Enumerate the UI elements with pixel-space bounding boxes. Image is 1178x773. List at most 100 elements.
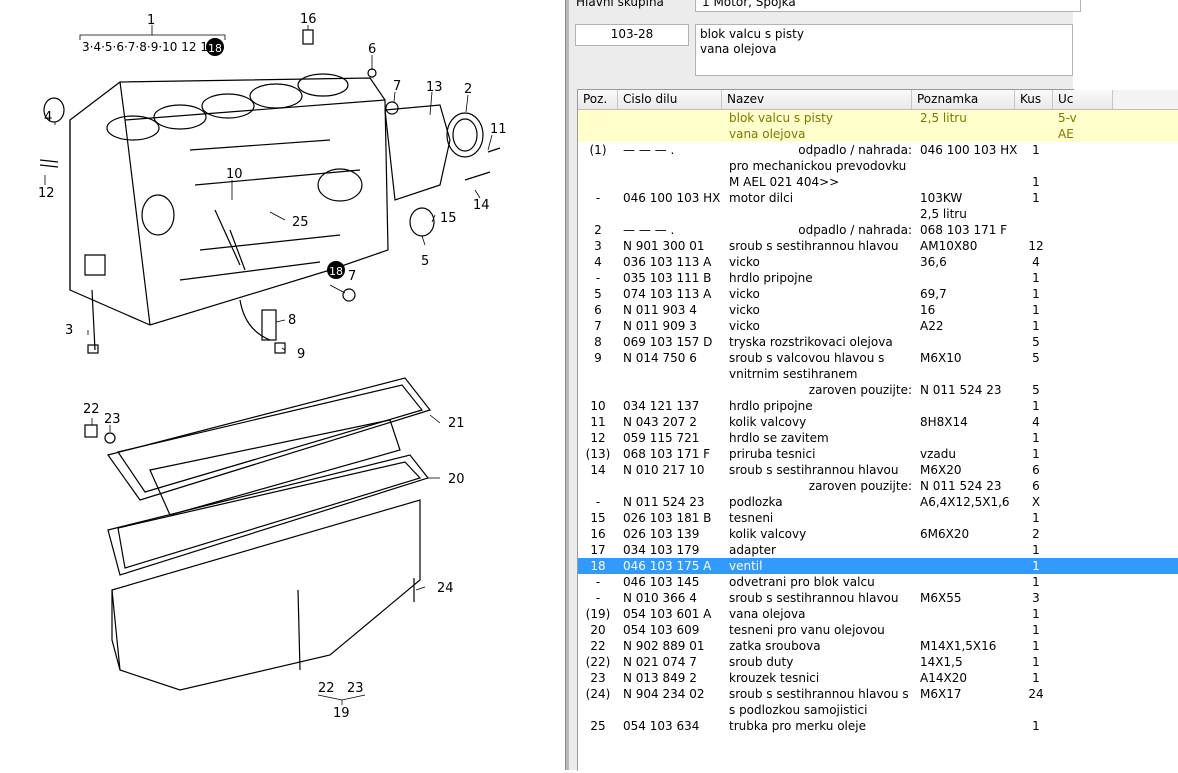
- table-row[interactable]: 2— — — .odpadlo / nahrada:068 103 171 F: [578, 222, 1178, 238]
- cell-note: A22: [920, 319, 944, 333]
- cell-note: 046 100 103 HX: [920, 143, 1018, 157]
- cell-note: 6M6X20: [920, 527, 970, 541]
- cell-part: 046 103 175 A: [623, 559, 712, 573]
- cell-name: tryska rozstrikovaci olejova: [729, 335, 893, 349]
- cell-note: 69,7: [920, 287, 947, 301]
- column-header-name[interactable]: Nazev: [722, 90, 912, 109]
- group-field[interactable]: 1 Motor, Spojka: [695, 0, 1081, 12]
- cell-part: 026 103 139: [623, 527, 700, 541]
- cell-name: sroub duty: [729, 655, 794, 669]
- table-row[interactable]: vnitrnim sestihranem: [578, 366, 1178, 382]
- description-line-2: vana olejova: [700, 42, 777, 56]
- parts-diagram[interactable]: 1 3·4·5·6·7·8·9·10 12 17 18 16 6 7 13 2 …: [0, 0, 565, 770]
- cell-qty: 6: [1032, 479, 1040, 493]
- cell-note: M6X55: [920, 591, 962, 605]
- cell-part: N 904 234 02: [623, 687, 705, 701]
- diagram-label-23: 23: [104, 412, 121, 427]
- cell-name: vicko: [729, 303, 760, 317]
- cell-qty: 2: [1032, 527, 1040, 541]
- cell-note: M6X10: [920, 351, 962, 365]
- cell-pos: 9: [594, 351, 602, 365]
- cell-qty: 1: [1032, 431, 1040, 445]
- code-field[interactable]: 103-28: [575, 24, 689, 46]
- description-field[interactable]: blok valcu s pisty vana olejova: [695, 24, 1073, 76]
- cell-pos: -: [595, 191, 601, 205]
- cell-qty: 1: [1032, 303, 1040, 317]
- column-header-extra[interactable]: Uc: [1053, 90, 1113, 109]
- cell-name: vicko: [729, 255, 760, 269]
- diagram-label-23b: 23: [347, 681, 364, 696]
- cell-qty: 4: [1032, 415, 1040, 429]
- diagram-label-14: 14: [473, 198, 490, 213]
- splitter-handle[interactable]: [565, 0, 569, 770]
- diagram-label-21: 21: [448, 416, 465, 431]
- cell-qty: 1: [1032, 399, 1040, 413]
- diagram-label-4: 4: [44, 110, 52, 125]
- column-header-part[interactable]: Cislo dilu: [618, 90, 722, 109]
- table-row[interactable]: M AEL 021 404>>1: [578, 174, 1178, 190]
- cell-note: N 011 524 23: [920, 479, 1002, 493]
- cell-note: 2,5 litru: [920, 111, 967, 125]
- diagram-label-3: 3: [65, 323, 73, 338]
- cell-name: vana olejova: [729, 127, 806, 141]
- cell-name: kolik valcovy: [729, 415, 807, 429]
- cell-note: M6X20: [920, 463, 962, 477]
- column-header-note[interactable]: Poznamka: [912, 90, 1015, 109]
- table-row[interactable]: (1)— — — .odpadlo / nahrada:046 100 103 …: [578, 142, 1178, 158]
- column-header-pos[interactable]: Poz.: [578, 90, 618, 109]
- diagram-label-5: 5: [421, 254, 429, 269]
- column-header-qty[interactable]: Kus: [1015, 90, 1053, 109]
- table-row[interactable]: 2,5 litru: [578, 206, 1178, 222]
- cell-note: 8H8X14: [920, 415, 968, 429]
- cell-name: sroub s sestihrannou hlavou: [729, 591, 899, 605]
- table-row[interactable]: s podlozkou samojistici: [578, 702, 1178, 718]
- cell-qty: 12: [1028, 239, 1044, 253]
- engine-block-drawing: 1 3·4·5·6·7·8·9·10 12 17 18 16 6 7 13 2 …: [38, 12, 507, 721]
- table-row[interactable]: pro mechanickou prevodovku: [578, 158, 1178, 174]
- cell-qty: 1: [1032, 143, 1040, 157]
- cell-note: A14X20: [920, 671, 967, 685]
- cell-name: hrdlo se zavitem: [729, 431, 829, 445]
- cell-pos: 3: [594, 239, 602, 253]
- cell-part: 034 103 179: [623, 543, 700, 557]
- cell-name: odpadlo / nahrada:: [798, 143, 912, 157]
- cell-note: 068 103 171 F: [920, 223, 1008, 237]
- cell-qty: 1: [1032, 655, 1040, 669]
- group-label: Hlavní skupina: [576, 0, 664, 9]
- cell-pos: 18: [590, 559, 606, 573]
- cell-qty: 4: [1032, 255, 1040, 269]
- parts-table[interactable]: Poz. Cislo dilu Nazev Poznamka Kus Uc bl…: [577, 89, 1178, 771]
